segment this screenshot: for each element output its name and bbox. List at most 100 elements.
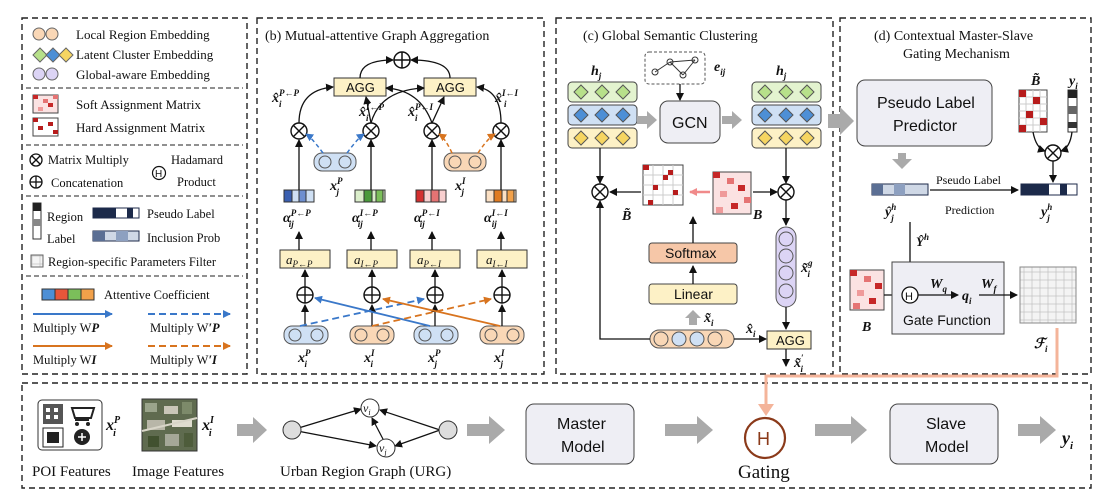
hadamard-icon: H bbox=[151, 165, 167, 181]
panel-c-frame bbox=[555, 17, 834, 375]
legend-local: Local Region Embedding bbox=[76, 27, 210, 42]
wf-label: Wf bbox=[981, 277, 997, 294]
a-boxes bbox=[279, 249, 528, 269]
gating-symbol: H bbox=[757, 429, 770, 449]
legend-region: Region bbox=[47, 210, 84, 224]
b-soft-matrix-d bbox=[849, 269, 885, 311]
gating-circle bbox=[743, 416, 787, 460]
master-model-box bbox=[525, 403, 635, 465]
b-tilde-label-d: B̃ bbox=[1030, 71, 1040, 89]
panel-b-frame bbox=[256, 17, 545, 375]
pseudo-label-icon bbox=[92, 207, 140, 219]
c-multiply-nodes bbox=[591, 183, 795, 201]
legend-filter: Region-specific Parameters Filter bbox=[48, 255, 217, 269]
legend-matrix-multiply: Matrix Multiply bbox=[48, 153, 130, 167]
b-label-d: B bbox=[861, 320, 871, 335]
filter-grid-d bbox=[1019, 266, 1077, 324]
legend-global: Global-aware Embedding bbox=[76, 67, 210, 82]
graph-icon bbox=[644, 51, 706, 85]
legend-hadamard-2: Product bbox=[177, 175, 216, 189]
panel-d-frame bbox=[839, 17, 1092, 375]
global-node-icon bbox=[32, 67, 46, 81]
agg-label-right: AGG bbox=[436, 80, 465, 95]
agg-label-c: AGG bbox=[776, 333, 805, 348]
panel-d-title-2: Gating Mechanism bbox=[903, 47, 1010, 62]
wq-label: Wq bbox=[930, 277, 947, 294]
pseudo-label-bar-right bbox=[1020, 183, 1078, 196]
soft-matrix-icon bbox=[32, 94, 59, 114]
cluster-diamond-icon bbox=[32, 47, 48, 63]
global-aware-column bbox=[775, 226, 797, 308]
legend-label: Label bbox=[47, 232, 76, 246]
legend-inclusion-prob: Inclusion Prob bbox=[147, 231, 220, 245]
local-node-icon bbox=[32, 27, 46, 41]
hard-matrix-icon bbox=[32, 117, 59, 137]
region-label-icon bbox=[32, 202, 42, 240]
legend-concatenation: Concatenation bbox=[51, 176, 124, 190]
predictor-label-1: Pseudo Label bbox=[877, 95, 975, 112]
legend-wp-dash: Multiply W′P bbox=[150, 321, 220, 335]
arrow-from-gcn bbox=[722, 111, 742, 129]
gcn-label: GCN bbox=[672, 115, 708, 132]
panel-b-title: (b) Mutual-attentive Graph Aggregation bbox=[265, 29, 489, 44]
softmax-label: Softmax bbox=[665, 245, 716, 261]
legend-hard: Hard Assignment Matrix bbox=[76, 120, 206, 135]
inclusion-prob-icon bbox=[92, 230, 140, 242]
arrow-into-d bbox=[828, 107, 854, 135]
pseudo-label-text-2: Prediction bbox=[945, 203, 994, 217]
multiply-nodes bbox=[290, 122, 510, 140]
xj-orange-node bbox=[443, 152, 487, 172]
panel-c-title: (c) Global Semantic Clustering bbox=[583, 29, 758, 44]
x-hat-label-c: x̂i bbox=[745, 322, 756, 339]
slave-model-box bbox=[889, 403, 999, 465]
hj-left-stack bbox=[567, 81, 638, 149]
gcn-box bbox=[659, 100, 721, 144]
urg-graph: vi vj bbox=[282, 398, 458, 458]
legend-cluster: Latent Cluster Embedding bbox=[76, 47, 214, 62]
x-tilde-row bbox=[649, 329, 735, 349]
panel-d-title-1: (d) Contextual Master-Slave bbox=[874, 29, 1033, 44]
b-tilde-matrix bbox=[642, 164, 684, 206]
poi-icon bbox=[37, 399, 103, 451]
a-pi: aP←I bbox=[417, 252, 442, 269]
concat-icon bbox=[29, 175, 43, 189]
gate-function-label: Gate Function bbox=[903, 312, 991, 328]
x-tilde-prime-label: x̃′i bbox=[793, 353, 804, 374]
a-pp: aP←P bbox=[286, 252, 313, 269]
panel-d: (d) Contextual Master-Slave Gating Mecha… bbox=[828, 29, 1078, 354]
a-ii: aI←I bbox=[486, 252, 508, 269]
hadamard-d: H bbox=[901, 286, 919, 304]
satellite-image bbox=[141, 398, 198, 452]
pseudo-label-predictor-box bbox=[856, 79, 993, 147]
b-tilde-matrix-d bbox=[1018, 89, 1048, 133]
input-nodes bbox=[283, 325, 525, 345]
svg-text:H: H bbox=[905, 291, 913, 303]
d-multiply bbox=[1044, 144, 1062, 162]
concat-row bbox=[296, 286, 511, 304]
svg-text:vj: vj bbox=[379, 441, 387, 457]
linear-label: Linear bbox=[674, 286, 713, 302]
b-label: B bbox=[752, 208, 762, 223]
master-label-2: Model bbox=[561, 439, 605, 456]
arrow-to-gcn bbox=[637, 111, 657, 129]
region-label-column bbox=[1067, 89, 1078, 133]
panel-b: (b) Mutual-attentive Graph Aggregation A… bbox=[265, 29, 528, 369]
bottom-frame bbox=[21, 382, 1092, 489]
poi-features-label: POI Features bbox=[32, 464, 111, 480]
hj-right-stack bbox=[751, 81, 822, 149]
xj-blue-node bbox=[313, 152, 357, 172]
urg-label: Urban Region Graph (URG) bbox=[280, 464, 451, 480]
legend-hadamard-1: Hadamard bbox=[171, 153, 224, 167]
